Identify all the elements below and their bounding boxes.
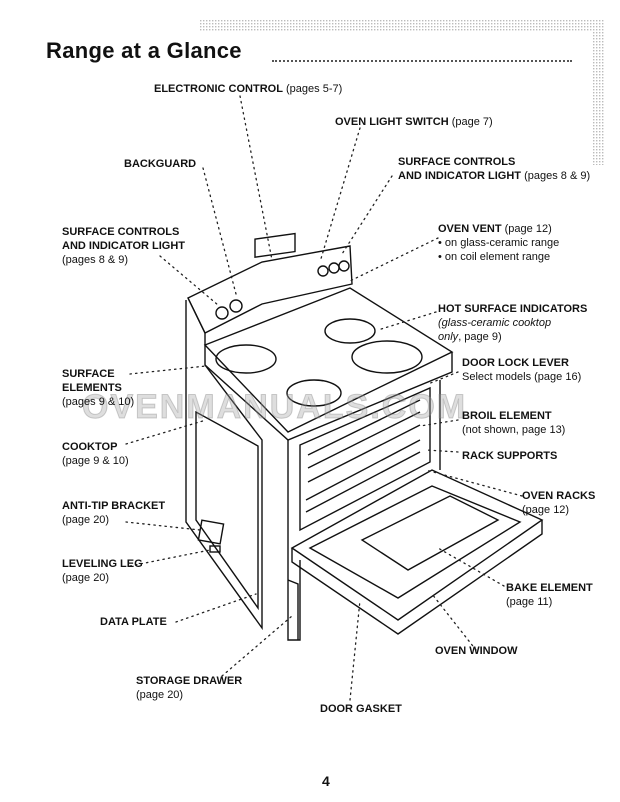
label-rack-supports: RACK SUPPORTS [462, 450, 558, 462]
label-anti-tip-bracket: ANTI-TIP BRACKET (page 20) [62, 500, 166, 526]
label-door-lock-lever: DOOR LOCK LEVER Select models (page 16) [462, 357, 582, 383]
label-hot-surface-indicators: HOT SURFACE INDICATORS (glass-ceramic co… [438, 303, 588, 343]
label-bake-element: BAKE ELEMENT (page 11) [506, 582, 593, 608]
label-surface-elements: SURFACE ELEMENTS (pages 9 & 10) [62, 368, 135, 408]
label-surface-controls-right: SURFACE CONTROLS AND INDICATOR LIGHT (pa… [398, 156, 591, 182]
label-oven-light-switch: OVEN LIGHT SWITCH (page 7) [335, 116, 493, 128]
page-number: 4 [322, 773, 330, 789]
label-backguard: BACKGUARD [124, 158, 197, 170]
watermark: OVENMANUALS.COM [81, 388, 468, 427]
label-oven-racks: OVEN RACKS (page 12) [522, 490, 596, 516]
label-storage-drawer: STORAGE DRAWER (page 20) [136, 675, 243, 701]
label-door-gasket: DOOR GASKET [320, 703, 402, 715]
label-broil-element: BROIL ELEMENT (not shown, page 13) [462, 410, 566, 436]
label-surface-controls-left: SURFACE CONTROLS AND INDICATOR LIGHT (pa… [62, 226, 186, 266]
label-data-plate: DATA PLATE [100, 616, 167, 628]
label-electronic-control: ELECTRONIC CONTROL (pages 5-7) [154, 83, 343, 95]
label-leveling-leg: LEVELING LEG (page 20) [62, 558, 143, 584]
label-oven-vent: OVEN VENT (page 12) • on glass-ceramic r… [438, 223, 560, 263]
label-oven-window: OVEN WINDOW [435, 645, 518, 657]
label-cooktop: COOKTOP (page 9 & 10) [62, 441, 129, 467]
page-title: Range at a Glance [46, 38, 242, 63]
title-dotted-rule [272, 60, 572, 62]
